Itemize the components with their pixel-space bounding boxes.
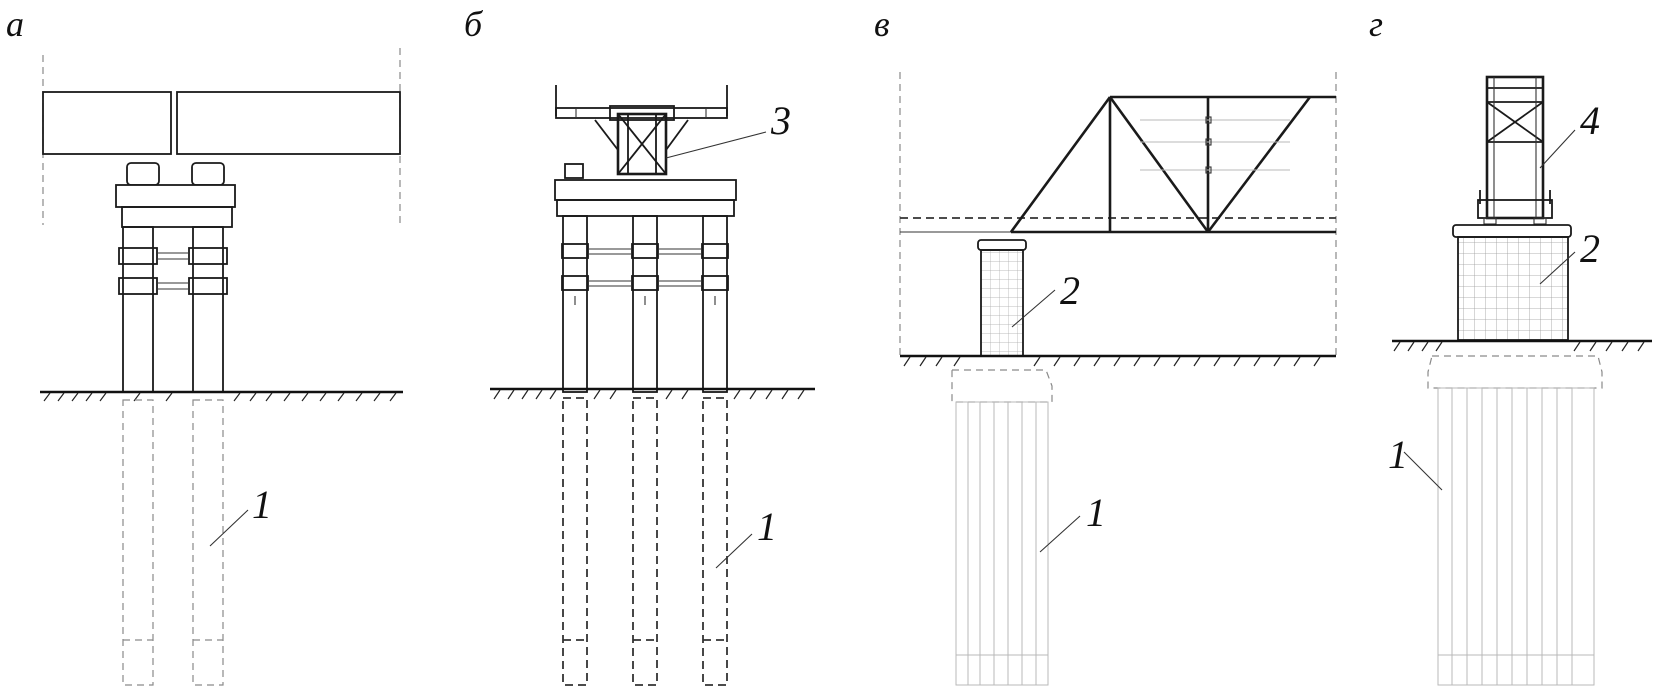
panel-a: а <box>6 4 403 686</box>
leader-piles-b <box>715 533 753 569</box>
panel-label-a: а <box>6 4 24 44</box>
callout-piles-a: 1 <box>252 482 272 527</box>
leader-support-g <box>1539 251 1576 285</box>
ground-hatch-b <box>493 389 805 400</box>
panel-b: б 3 <box>464 4 815 686</box>
piles-g <box>1427 355 1603 686</box>
beams-a <box>42 48 401 225</box>
leader-piles-g <box>1403 451 1443 491</box>
callout-frame-b: 3 <box>770 98 791 143</box>
leader-piles-v <box>1039 515 1081 553</box>
piles-a <box>122 399 224 686</box>
piles-b <box>562 397 728 686</box>
leader-frame-b <box>665 131 767 159</box>
panel-v: в 2 <box>874 4 1337 686</box>
leader-support-v <box>1011 289 1056 328</box>
tower-frame-g <box>1477 75 1553 225</box>
panel-label-b: б <box>464 4 484 44</box>
leader-frame-g <box>1539 129 1576 169</box>
piles-v <box>951 369 1053 686</box>
tower-support-v <box>977 239 1027 357</box>
pier-b <box>554 163 737 393</box>
ground-hatch-v <box>903 356 1321 367</box>
ground-hatch-g <box>1393 341 1645 352</box>
callout-support-v: 2 <box>1060 268 1080 313</box>
callout-piles-g: 1 <box>1388 432 1408 477</box>
leader-piles-a <box>209 509 249 547</box>
truss-v <box>1009 95 1336 234</box>
callout-piles-v: 1 <box>1086 490 1106 535</box>
pier-a <box>115 162 236 393</box>
panel-g: г 4 2 <box>1369 4 1652 686</box>
temporary-frame-b <box>555 85 728 176</box>
panel-label-v: в <box>874 4 890 44</box>
callout-frame-g: 4 <box>1580 98 1600 143</box>
callout-support-g: 2 <box>1580 226 1600 271</box>
panel-label-g: г <box>1369 4 1383 44</box>
callout-piles-b: 1 <box>757 504 777 549</box>
support-block-g <box>1452 224 1572 341</box>
ground-hatch-a <box>43 392 397 402</box>
